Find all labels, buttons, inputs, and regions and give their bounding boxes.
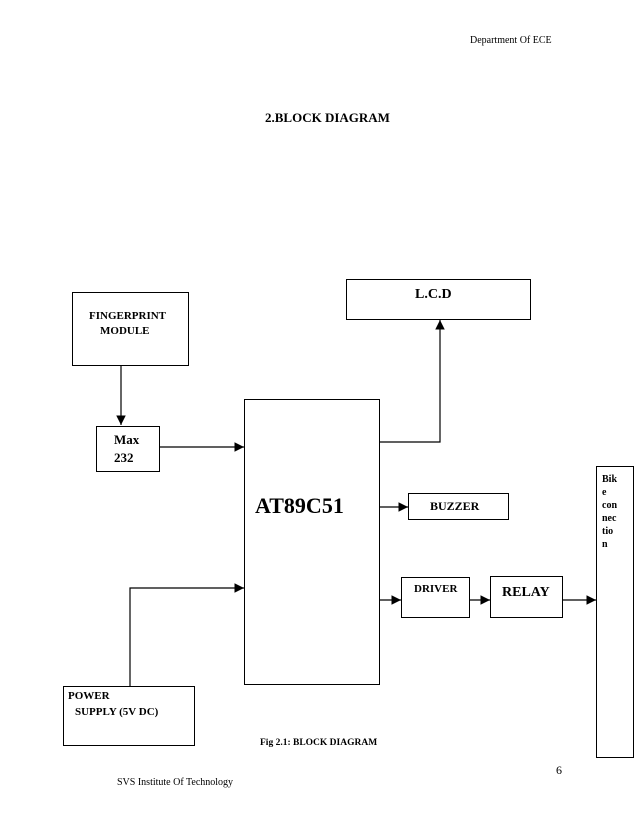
driver-label: DRIVER — [414, 583, 458, 595]
bike-label-line: e — [602, 487, 607, 498]
figure-caption: Fig 2.1: BLOCK DIAGRAM — [260, 738, 378, 748]
bike-label-line: tio — [602, 526, 614, 537]
power-supply-block: POWER SUPPLY (5V DC) — [63, 686, 195, 746]
lcd-label: L.C.D — [415, 287, 452, 302]
max232-label-line1: Max — [114, 432, 140, 447]
fingerprint-label-line2: MODULE — [100, 325, 150, 337]
page-number: 6 — [556, 763, 562, 777]
page-title: 2.BLOCK DIAGRAM — [265, 110, 390, 125]
power-label-line2: SUPPLY (5V DC) — [75, 706, 159, 718]
microcontroller-block: AT89C51 — [244, 399, 380, 685]
department-header: Department Of ECE — [470, 35, 552, 46]
fingerprint-module-block: FINGERPRINT MODULE — [72, 292, 189, 366]
bike-connection-block: Bik e con nec tio n — [596, 466, 634, 758]
relay-block: RELAY — [490, 576, 563, 618]
institute-footer: SVS Institute Of Technology — [117, 777, 234, 788]
arrow-mcu-to-lcd — [380, 320, 445, 443]
driver-block: DRIVER — [401, 577, 470, 618]
bike-label-line: nec — [602, 513, 617, 524]
bike-label-line: Bik — [602, 474, 618, 485]
bike-connection-label: Bik e con nec tio n — [602, 473, 617, 551]
relay-label: RELAY — [502, 585, 550, 600]
max232-label-line2: 232 — [114, 450, 134, 465]
power-label-line1: POWER — [68, 690, 110, 702]
bike-label-line: n — [602, 539, 608, 550]
lcd-block: L.C.D — [346, 279, 531, 320]
buzzer-label: BUZZER — [430, 499, 480, 513]
max232-block: Max 232 — [96, 426, 160, 472]
microcontroller-label: AT89C51 — [255, 493, 344, 518]
buzzer-block: BUZZER — [408, 493, 509, 520]
fingerprint-label-line1: FINGERPRINT — [89, 310, 167, 322]
bike-label-line: con — [602, 500, 617, 511]
arrow-power-to-mcu — [129, 583, 244, 686]
